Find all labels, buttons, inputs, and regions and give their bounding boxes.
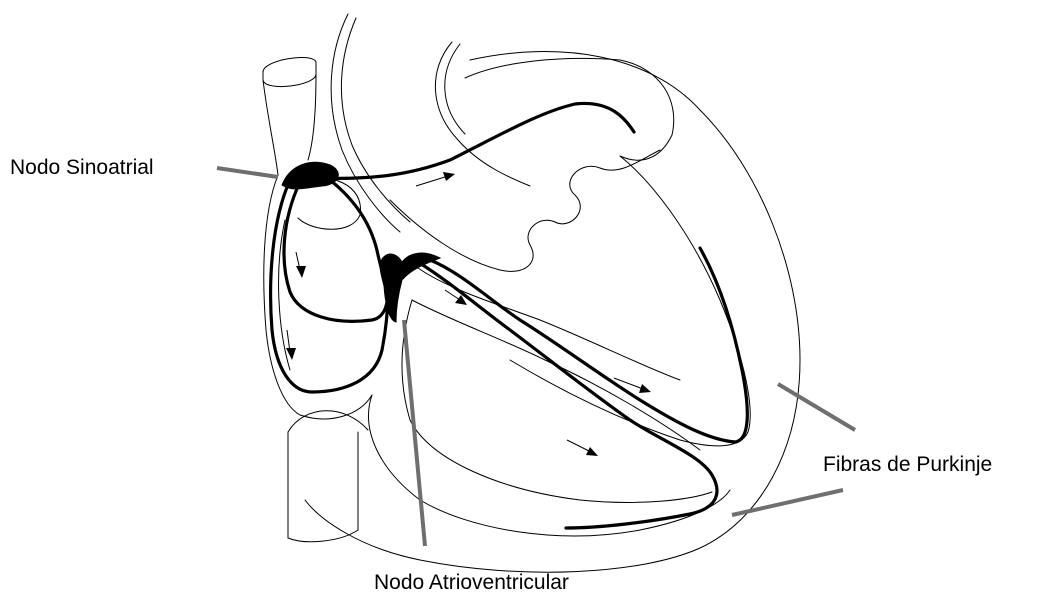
leader-purkinje-lower	[732, 490, 843, 515]
conduction-arrows	[286, 172, 651, 456]
conduction-system	[271, 103, 748, 528]
left-atrium-outline	[465, 58, 674, 160]
septum-wavy-line	[390, 150, 660, 271]
atrioventricular-node[interactable]	[380, 253, 440, 322]
leader-atrioventricular	[404, 320, 425, 546]
superior-vena-cava-wall-right	[308, 74, 316, 160]
label-atrioventricular-node: Nodo Atrioventricular	[374, 572, 569, 593]
inferior-vena-cava-bottom	[288, 530, 358, 542]
right-ventricle-inner	[402, 300, 712, 502]
arrow-septum-upper	[445, 290, 467, 305]
aorta-inner-line	[341, 18, 410, 222]
aorta-outer-line	[331, 14, 400, 232]
pulmonary-trunk-inner	[445, 44, 465, 134]
septum-line-lower	[412, 300, 700, 450]
superior-vena-cava-wall-left	[263, 80, 278, 175]
superior-vena-cava	[263, 57, 316, 86]
left-ventricle-wall	[510, 156, 750, 446]
label-sinoatrial-node: Nodo Sinoatrial	[10, 157, 154, 178]
leader-sinoatrial	[217, 168, 278, 177]
septum-line-upper	[418, 268, 680, 380]
leader-lines	[217, 168, 855, 546]
arrow-atrium-lower	[286, 330, 296, 360]
leader-purkinje-upper	[778, 384, 855, 430]
arrow-upper-right	[416, 172, 455, 186]
arrow-atrium-upper	[296, 252, 306, 278]
arrow-right-ventricle	[567, 440, 598, 456]
sinoatrial-node[interactable]	[282, 162, 338, 189]
label-purkinje-fibers: Fibras de Purkinje	[823, 454, 992, 475]
bundle-branch-left[interactable]	[430, 248, 747, 442]
inferior-vena-cava-top	[288, 411, 368, 432]
internodal-pathway-anterior[interactable]	[330, 180, 388, 290]
